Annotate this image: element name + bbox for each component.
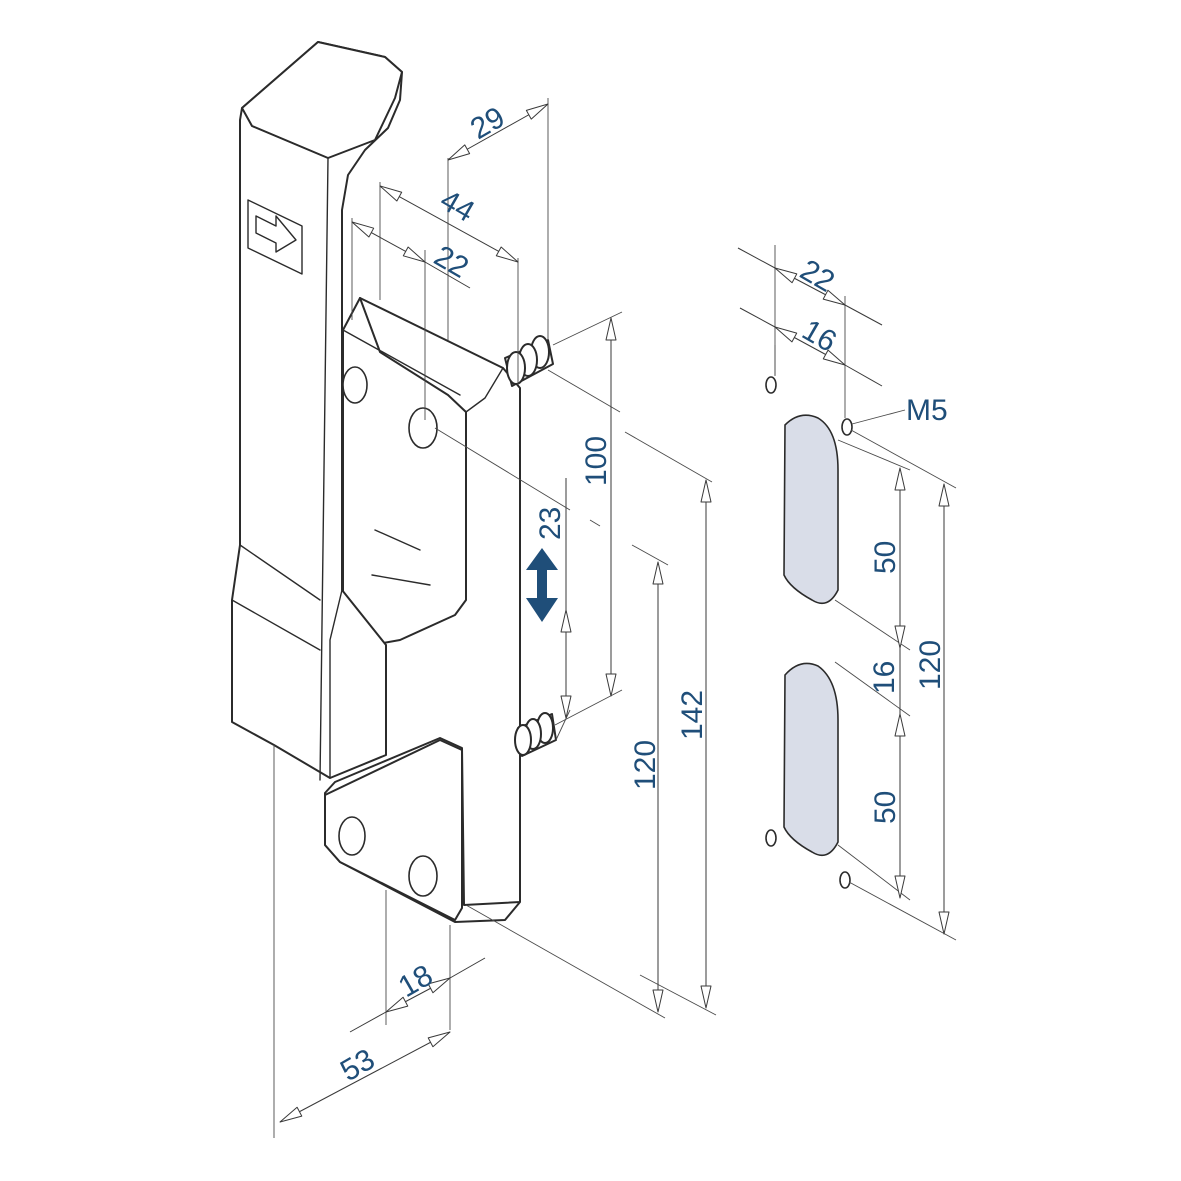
mounting-plate [324,297,521,923]
dim-100-label: 100 [580,436,613,486]
dim-53-label: 53 [335,1043,380,1088]
dim-120-main-label: 120 [629,740,662,790]
m5-hole-top-right [841,418,853,436]
latch-assembly [231,41,558,923]
dim-22-top-label: 22 [429,239,474,284]
dimension-lines [279,103,950,1123]
m5-hole-bottom-left [765,829,777,847]
mounting-hole-upper-left [342,366,368,404]
dim-50-lower-label: 50 [869,791,902,824]
dim-line-53 [279,1031,451,1123]
dim-44-label: 44 [435,183,480,228]
dim-line-22-top [351,221,426,263]
dim-23-label: 23 [534,507,567,540]
m5-label: M5 [906,394,948,427]
dim-line-44 [379,185,519,263]
m5-hole-top-left [765,376,777,394]
strike-plate-pattern [765,376,853,889]
dim-line-22-plate [774,267,846,306]
m5-hole-bottom-right [839,871,851,889]
dim-line-29 [447,103,549,161]
mounting-hole-upper-right [408,407,438,449]
spring-pin-lower [514,712,557,757]
dim-120-plate-label: 120 [914,640,947,690]
slot-lower [783,662,839,857]
dim-16-gap-label: 16 [868,661,901,694]
latch-handle [231,41,403,781]
dim-line-18 [385,977,451,1013]
dim-50-upper-label: 50 [869,541,902,574]
dim-142-label: 142 [676,690,709,740]
motion-arrow-icon [526,548,558,622]
push-arrow-icon [247,199,303,275]
dim-line-16-plate [774,326,846,366]
slot-upper [783,414,839,605]
dim-16-plate-label: 16 [797,313,842,358]
dim-29-label: 29 [465,101,510,146]
spring-pin-upper [504,335,554,387]
dim-18-label: 18 [393,959,438,1004]
dim-22-plate-label: 22 [795,253,840,298]
